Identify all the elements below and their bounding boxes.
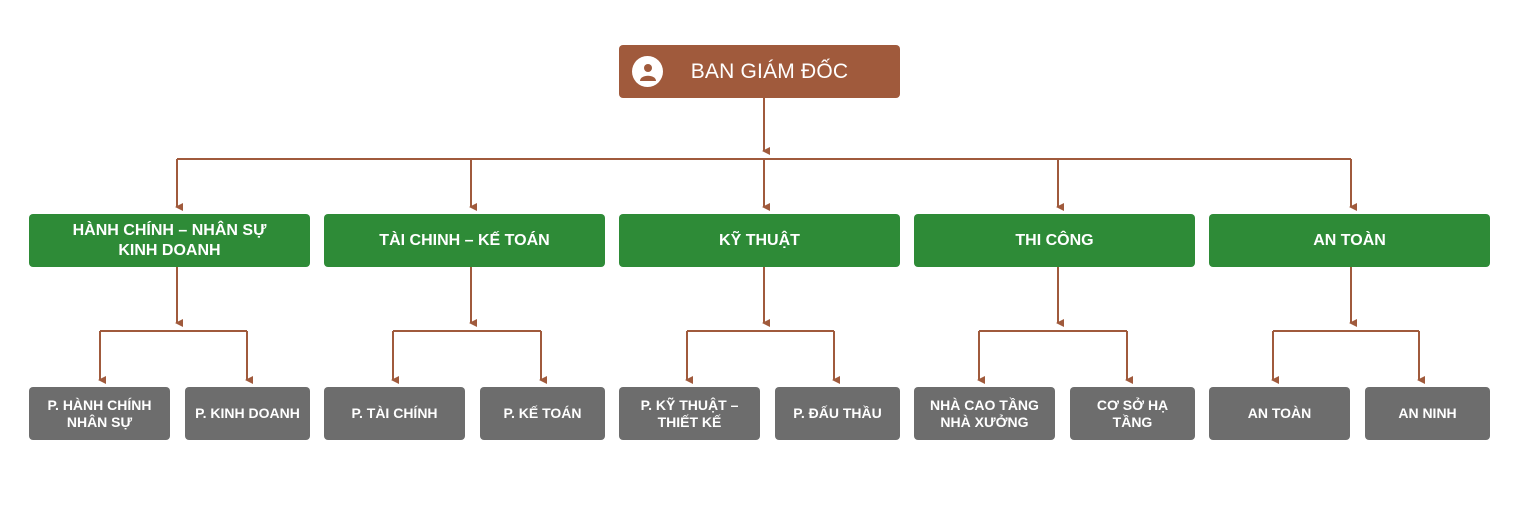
unit-p-kinh-doanh[interactable]: P. KINH DOANH: [185, 387, 310, 440]
unit-an-toan[interactable]: AN TOÀN: [1209, 387, 1350, 440]
root-node-ban-giam-doc[interactable]: BAN GIÁM ĐỐC: [619, 45, 900, 98]
unit-p-hanh-chinh-nhan-su[interactable]: P. HÀNH CHÍNH NHÂN SỰ: [29, 387, 170, 440]
department-hanh-chinh-nhan-su-kinh-doanh[interactable]: HÀNH CHÍNH – NHÂN SỰ KINH DOANH: [29, 214, 310, 267]
unit-p-ke-toan[interactable]: P. KẾ TOÁN: [480, 387, 605, 440]
department-ky-thuat[interactable]: KỸ THUẬT: [619, 214, 900, 267]
user-icon: [632, 56, 663, 87]
root-label: BAN GIÁM ĐỐC: [690, 59, 849, 83]
department-tai-chinh-ke-toan[interactable]: TÀI CHINH – KẾ TOÁN: [324, 214, 605, 267]
unit-co-so-ha-tang[interactable]: CƠ SỞ HẠ TẦNG: [1070, 387, 1195, 440]
unit-p-tai-chinh[interactable]: P. TÀI CHÍNH: [324, 387, 465, 440]
unit-p-ky-thuat-thiet-ke[interactable]: P. KỸ THUẬT – THIẾT KẾ: [619, 387, 760, 440]
department-an-toan[interactable]: AN TOÀN: [1209, 214, 1490, 267]
unit-nha-cao-tang-nha-xuong[interactable]: NHÀ CAO TẦNG NHÀ XƯỞNG: [914, 387, 1055, 440]
unit-p-dau-thau[interactable]: P. ĐẤU THẦU: [775, 387, 900, 440]
department-thi-cong[interactable]: THI CÔNG: [914, 214, 1195, 267]
unit-an-ninh[interactable]: AN NINH: [1365, 387, 1490, 440]
